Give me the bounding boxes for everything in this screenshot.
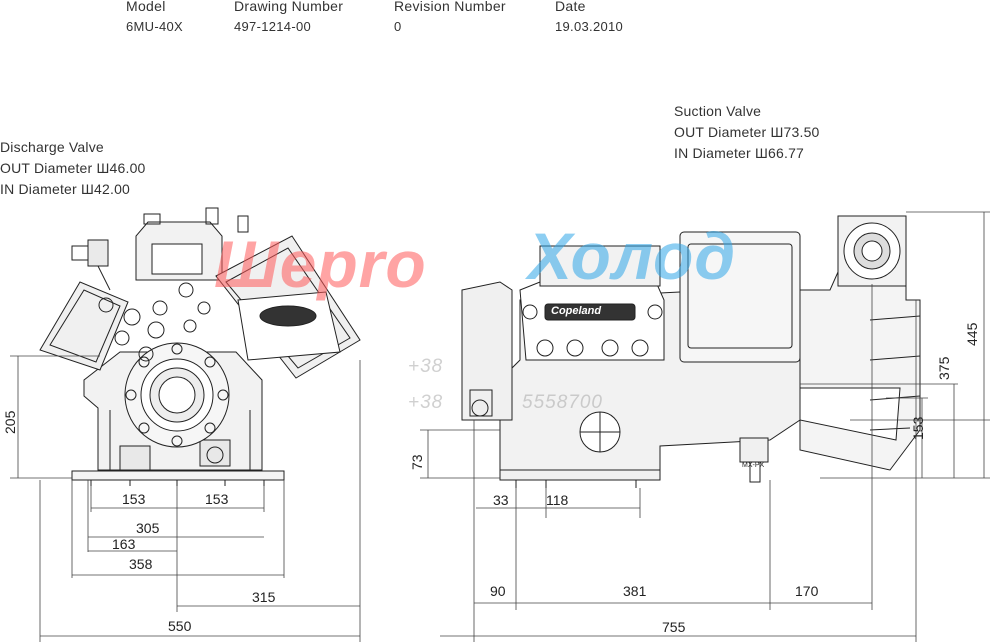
dim-381: 381 [623,583,647,599]
dim-375: 375 [936,356,952,380]
watermark-phone-1: +38 [408,356,444,377]
discharge-title: Discharge Valve [0,139,104,155]
suction-in: IN Diameter Ш66.77 [674,145,805,161]
watermark-phone-2-rest: 5558700 [522,392,603,413]
dim-118: 118 [546,492,569,508]
discharge-out: OUT Diameter Ш46.00 [0,160,146,176]
dim-153-vertical: 153 [910,416,926,440]
dim-755: 755 [662,619,686,635]
dim-90: 90 [490,583,506,599]
right-dimension-lines [420,211,990,642]
dim-163: 163 [112,536,136,552]
suction-out: OUT Diameter Ш73.50 [674,124,820,140]
dim-205: 205 [2,410,18,434]
dim-315: 315 [252,589,276,605]
compressor-side-view [461,215,921,488]
discharge-in: IN Diameter Ш42.00 [0,181,131,197]
dim-33: 33 [493,492,509,508]
revision-label: Revision Number [394,0,506,14]
dim-358: 358 [129,556,153,572]
suction-valve-note: Suction Valve OUT Diameter Ш73.50 IN Dia… [674,101,820,164]
dim-305: 305 [136,520,160,536]
dim-445: 445 [964,322,980,346]
dim-153-left: 153 [122,491,146,507]
model-label: Model [126,0,166,14]
dim-550: 550 [168,618,192,634]
model-value: 6MU-40X [126,19,184,34]
compressor-end-view [39,207,361,486]
suction-title: Suction Valve [674,103,762,119]
date-value: 19.03.2010 [555,19,624,34]
dim-153-right: 153 [205,491,229,507]
watermark-text-blue: Холод [528,219,737,293]
dim-73: 73 [409,454,425,470]
dim-170: 170 [795,583,819,599]
left-dimension-lines [10,355,361,642]
drawing-number-value: 497-1214-00 [234,19,312,34]
watermark-text-red: Шepro [214,227,427,301]
drawing-number-label: Drawing Number [234,0,344,14]
date-label: Date [555,0,586,14]
watermark-phone-2: +38 [408,392,444,413]
mx-px-label: MX-PX [742,462,765,469]
revision-value: 0 [394,19,402,34]
brand-label: Copeland [551,305,602,317]
discharge-valve-note: Discharge Valve OUT Diameter Ш46.00 IN D… [0,137,146,200]
